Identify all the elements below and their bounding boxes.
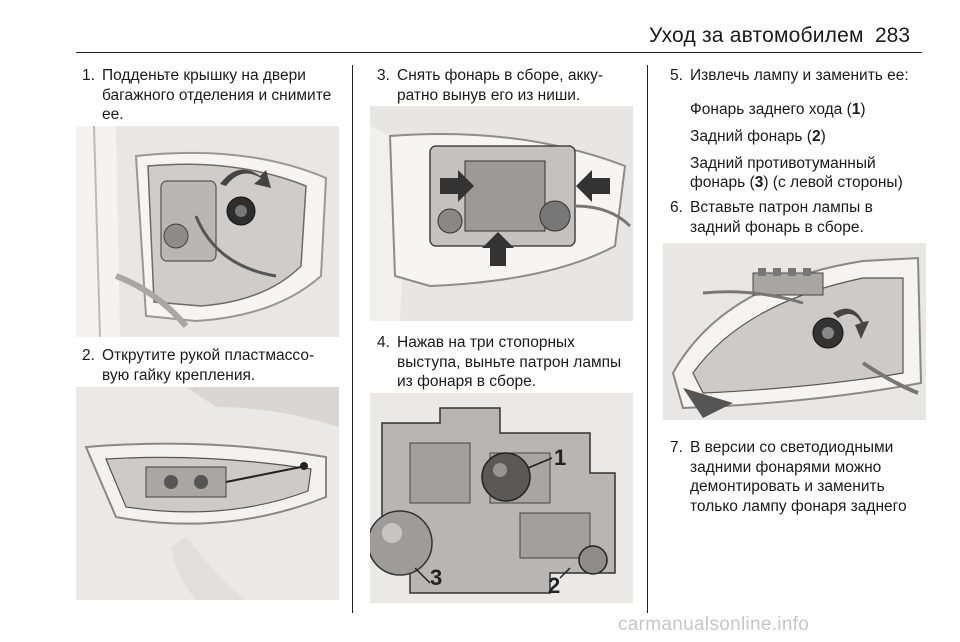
step-number: 6. [670,199,683,216]
step-6: 6. Вставьте патрон лампы в задний фонарь… [670,198,940,238]
figure-remove-lamp-assembly [370,106,633,321]
step-number: 2. [82,347,95,364]
lamp-list-item-fog-line2: фонарь (3) (с левой стороны) [690,174,903,191]
header-divider [76,52,922,53]
step-line: Извлечь лампу и заменить ее: [690,67,909,84]
callout-1: 1 [554,445,566,470]
page-number: 283 [875,24,911,47]
step-line: Подденьте крышку на двери [102,67,306,84]
step-line: ее. [102,106,124,123]
step-line: задний фонарь в сборе. [690,218,864,236]
step-line: багажного отделения и снимите [102,86,332,104]
step-line: ратно вынув его из ниши. [397,86,581,104]
step-number: 1. [82,67,95,84]
step-line: Вставьте патрон лампы в [690,199,873,216]
callout-2: 2 [548,573,560,598]
column-divider-2 [647,65,648,613]
lamp-assembly-illustration [370,106,633,321]
step-line: вую гайку крепления. [102,366,256,384]
callout-3: 3 [430,565,442,590]
step-line: из фонаря в сборе. [397,373,537,390]
step-number: 5. [670,67,683,84]
step-7: 7. В версии со светодиодными задними фон… [670,438,940,518]
tailgate-cover-illustration [76,126,339,337]
insert-bulb-illustration [663,243,926,420]
step-line: демонтировать и заменить [690,478,885,495]
lamp-list-item-fog-line1: Задний противотуманный [690,155,876,172]
step-line: задними фонарями можно [690,458,882,476]
step-number: 4. [377,334,390,351]
step-line: Открутите рукой пластмассо- [102,347,315,364]
figure-remove-cover [76,126,339,337]
step-line: Снять фонарь в сборе, акку- [397,67,604,84]
lamp-list-item-tail: Задний фонарь (2) [690,128,826,145]
watermark: carmanualsonline.info [618,614,810,635]
column-divider-1 [352,65,353,613]
step-5: 5. Извлечь лампу и заменить ее: [670,66,940,86]
step-line: В версии со светодиодными [690,439,894,456]
tail-lamp-nut-illustration [76,387,339,600]
step-line: выступа, выньте патрон лампы [397,353,622,371]
bulb-holder-illustration: 1 2 3 [370,393,633,603]
step-number: 3. [377,67,390,84]
section-title: Уход за автомобилем [649,24,864,47]
step-4: 4. Нажав на три стопорных выступа, выньт… [377,333,647,393]
step-1: 1. Подденьте крышку на двери багажного о… [82,66,352,126]
step-2: 2. Открутите рукой пластмассо- вую гайку… [82,346,352,386]
step-number: 7. [670,439,683,456]
step-3: 3. Снять фонарь в сборе, акку- ратно вын… [377,66,647,106]
lamp-list-item-reverse: Фонарь заднего хода (1) [690,101,866,118]
figure-bulb-holder: 1 2 3 [370,393,633,603]
step-line: только лампу фонаря заднего [690,497,907,515]
step-line: Нажав на три стопорных [397,334,575,351]
figure-unscrew-nut [76,387,339,600]
figure-insert-bulb [663,243,926,420]
